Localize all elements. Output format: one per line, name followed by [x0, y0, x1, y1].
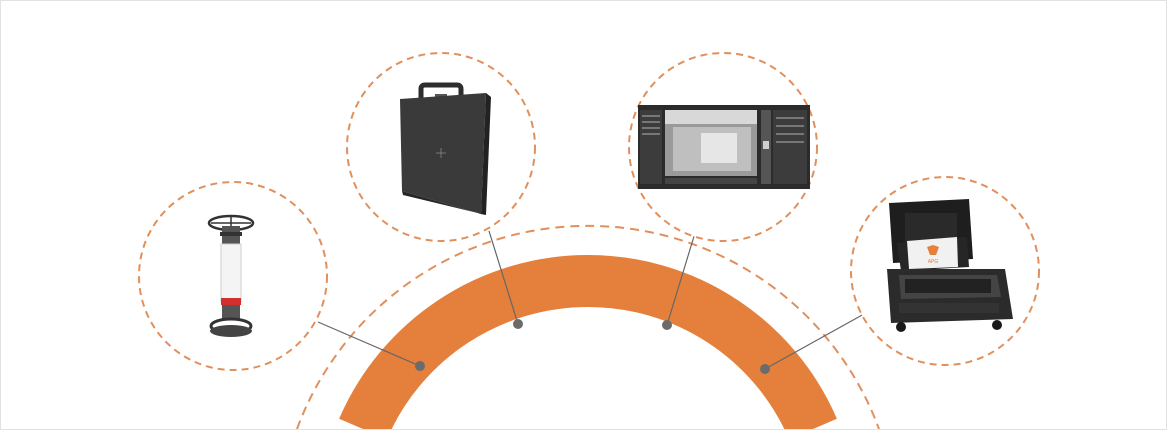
xray-generator-icon: [207, 214, 255, 337]
arc-node-1: [415, 361, 425, 371]
orange-arc: [339, 254, 837, 429]
connector-line-3: [666, 232, 696, 326]
arc-node-3: [662, 320, 672, 330]
rugged-laptop-case-icon: APG: [887, 199, 1013, 332]
imaging-software-screen-icon: [638, 105, 810, 189]
connector-line-2: [488, 230, 519, 325]
connector-line-4: [764, 313, 865, 370]
connector-line-1: [317, 321, 421, 367]
flat-panel-detector-icon: [400, 82, 491, 215]
arc-node-2: [513, 319, 523, 329]
outer-dashed-arc: [296, 224, 880, 429]
arc-node-4: [760, 364, 770, 374]
software-logo-text: APG: [928, 259, 939, 265]
